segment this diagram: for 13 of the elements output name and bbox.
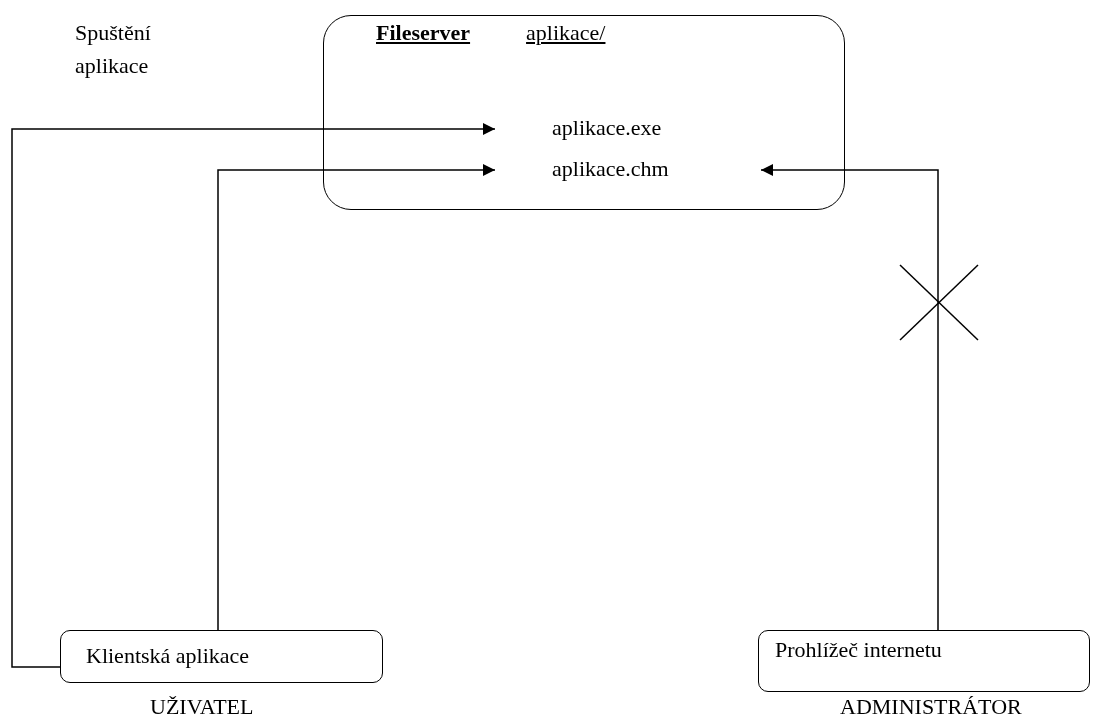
arrow: [11, 123, 496, 668]
arrow: [760, 164, 939, 631]
client-box: [60, 630, 383, 683]
box-label: Prohlížeč internetu: [775, 637, 942, 662]
client-box: [758, 630, 1090, 692]
arrow: [217, 164, 496, 631]
server-box: [323, 15, 845, 210]
role-label: ADMINISTRÁTOR: [840, 694, 1022, 720]
file-name: aplikace.chm: [552, 156, 669, 181]
box-heading: Fileserver: [376, 20, 471, 47]
role-label: UŽIVATEL: [150, 694, 254, 720]
file-name: aplikace.exe: [552, 115, 662, 140]
box-label: Klientská aplikace: [86, 643, 250, 668]
